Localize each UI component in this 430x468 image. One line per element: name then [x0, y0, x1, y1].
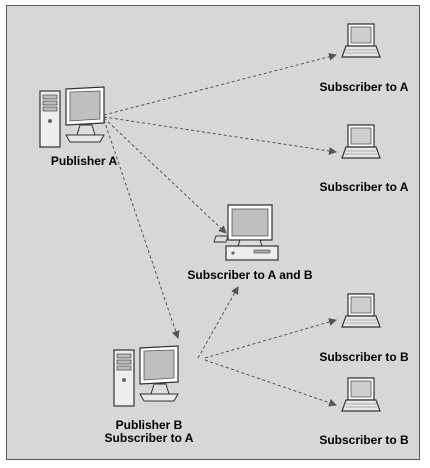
connection-publisher-b-to-subscriber-ab: [197, 286, 239, 359]
subscriber-b-2-laptop-icon: [341, 377, 381, 412]
publisher-b-label: Publisher B: [115, 418, 183, 432]
connection-publisher-a-to-subscriber-a-2: [103, 116, 337, 155]
subscriber-b-2-label: Subscriber to B: [319, 433, 409, 447]
publisher-a-label: Publisher A: [50, 154, 118, 168]
subscriber-a-1-label: Subscriber to A: [319, 80, 409, 94]
subscriber-ab-label: Subscriber to A and B: [187, 268, 313, 282]
publisher-a-workstation-icon: [39, 86, 105, 148]
publisher-b-workstation-icon: [113, 345, 179, 407]
subscriber-ab-desktop-icon: [213, 204, 279, 261]
connection-publisher-b-to-subscriber-b-2: [204, 359, 337, 407]
connection-publisher-b-to-subscriber-b-1: [204, 318, 337, 359]
subscriber-b-1-label: Subscriber to B: [319, 350, 409, 364]
connection-publisher-a-to-subscriber-ab: [103, 117, 227, 234]
subscriber-a-1-laptop-icon: [341, 23, 381, 58]
subscriber-a-2-laptop-icon: [341, 124, 381, 159]
publisher-b-subscriber-label: Subscriber to A: [104, 431, 194, 445]
connection-publisher-a-to-subscriber-a-1: [103, 52, 337, 116]
subscriber-a-2-label: Subscriber to A: [319, 180, 409, 194]
subscriber-b-1-laptop-icon: [341, 293, 381, 328]
